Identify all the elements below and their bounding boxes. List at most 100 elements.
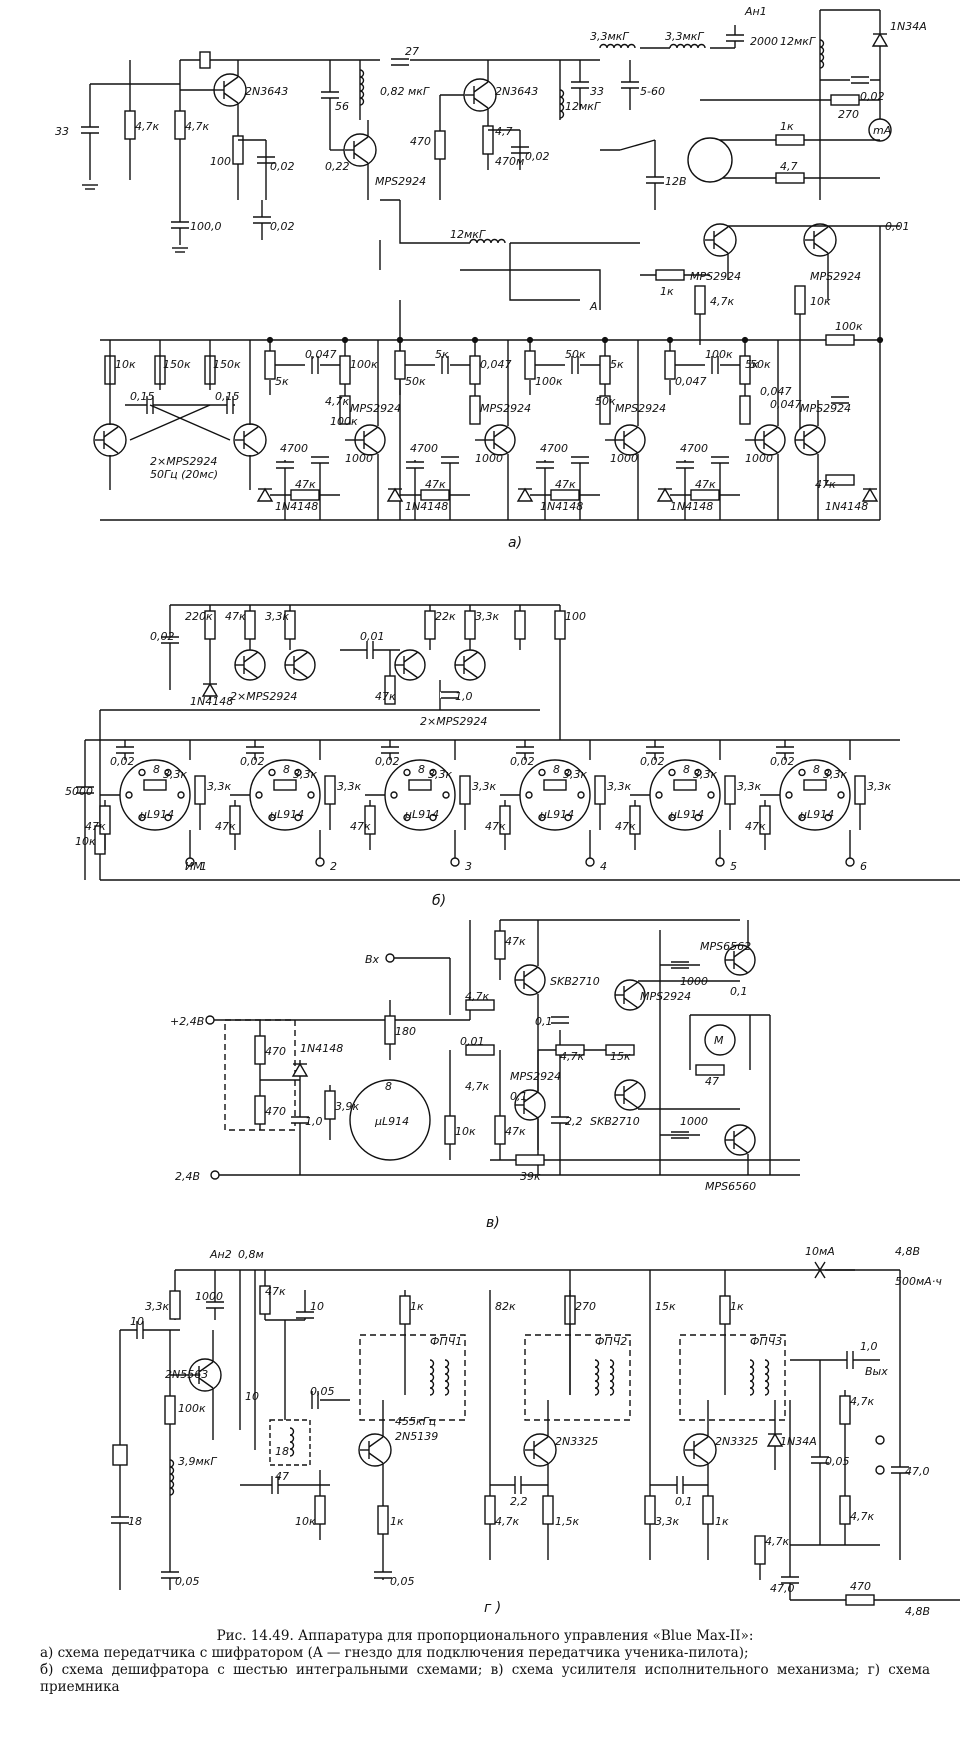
resistor (555, 1044, 585, 1056)
wire (103, 426, 119, 438)
resistor (803, 779, 827, 791)
capacitor-gap (645, 177, 665, 183)
capacitor-gap (442, 355, 448, 375)
component-label: 27 (405, 45, 419, 58)
diode (256, 487, 274, 502)
diode (871, 32, 889, 47)
diode (656, 487, 674, 502)
wire (493, 442, 509, 454)
resistor (695, 1064, 725, 1076)
capacitor-gap (115, 747, 135, 753)
ic-pin-label: 8 (553, 763, 560, 776)
component-label: 4,7к (765, 1535, 789, 1548)
component-label: 1,5к (555, 1515, 579, 1528)
component-label: Ан2 (209, 1248, 232, 1261)
component-label: 4,8В (905, 1605, 930, 1618)
component-label: 3,3к (265, 610, 289, 623)
wire (198, 1377, 214, 1389)
resistor (254, 1095, 266, 1125)
capacitor-gap (535, 462, 555, 468)
component-label: 47к (505, 935, 526, 948)
wire (243, 426, 259, 438)
component-label: 2N3325 (555, 1435, 598, 1448)
ic-res-label: 47к (350, 820, 371, 833)
wire (763, 442, 779, 454)
component-label: 0,02 (525, 150, 550, 163)
component-label: 5-60 (640, 85, 665, 98)
component-label: 2×MPS2924 (420, 715, 487, 728)
capacitor-gap (572, 355, 578, 375)
component-label: 50к (750, 358, 771, 371)
diode (386, 487, 404, 502)
component-label: 0,05 (825, 1455, 850, 1468)
wire (623, 1081, 639, 1093)
resistor (702, 1495, 714, 1525)
wire (460, 269, 601, 310)
ic-res-label: 47к (615, 820, 636, 833)
diagram-v-servo-amplifier (205, 919, 800, 1180)
junction (741, 336, 749, 344)
component-label: 1N34A (890, 20, 927, 33)
component-label: 1000 (195, 1290, 223, 1303)
ic-res-label: 3,3к (867, 780, 891, 793)
component-label: 47к (695, 478, 716, 491)
component-label: 1000 (680, 975, 708, 988)
component-label: 100к (705, 348, 733, 361)
component-label: 0,047 (760, 385, 792, 398)
component-label: 4,7к (495, 1515, 519, 1528)
ic-pin (785, 791, 793, 799)
resistor (739, 355, 751, 385)
component-label: 4,7к (465, 990, 489, 1003)
component-label: 4700 (280, 442, 308, 455)
component-label: 220к (185, 610, 213, 623)
junction (876, 336, 884, 344)
capacitor-gap (775, 747, 795, 753)
ic-pin (538, 813, 546, 822)
capacitor-gap (405, 462, 425, 468)
component-label: 180 (395, 1025, 416, 1038)
capacitor-gap (320, 92, 340, 98)
wire (813, 226, 829, 238)
resistor (594, 775, 606, 805)
capacitor-gap (295, 1312, 315, 1318)
ic-res-label: 47к (745, 820, 766, 833)
ic-pin (668, 768, 676, 777)
ic-pin (694, 813, 702, 822)
resistor (754, 1535, 766, 1565)
diode (516, 487, 534, 502)
component-label: 1к (390, 1515, 404, 1528)
component-label: 50к (595, 395, 616, 408)
component-label: 100к (330, 415, 358, 428)
component-label: 0,01 (885, 220, 910, 233)
component-label: 1 (200, 860, 207, 873)
capacitor-gap (205, 1302, 225, 1308)
resistor (143, 779, 167, 791)
terminal (875, 1435, 885, 1445)
capacitor-gap (170, 222, 190, 228)
motor (704, 1024, 736, 1056)
inductor (469, 238, 506, 244)
wire (713, 226, 729, 238)
component-label: 12мкГ (450, 228, 486, 241)
ic-cap-label: 0,02 (770, 755, 795, 768)
resistor (174, 110, 186, 140)
resistor (845, 1594, 875, 1606)
terminal (585, 857, 595, 867)
ic-res-label: 47к (215, 820, 236, 833)
resistor (775, 172, 805, 184)
wire (198, 1361, 214, 1373)
caption-title: Рис. 14.49. Аппаратура для пропорциональ… (216, 1628, 754, 1644)
component-label: 2N3643 (495, 85, 538, 98)
component-label: 47к (265, 1285, 286, 1298)
ic-pin (164, 813, 172, 822)
wire (223, 76, 239, 88)
inductor (169, 1459, 175, 1496)
component-label: 470м (495, 155, 524, 168)
ic-label: μL914 (139, 808, 174, 821)
component-label: 47 (705, 1075, 719, 1088)
wire (803, 426, 819, 438)
component-label: ФПЧ3 (750, 1335, 782, 1348)
transistor (703, 223, 737, 257)
resistor (204, 610, 216, 640)
capacitor-gap (675, 462, 695, 468)
